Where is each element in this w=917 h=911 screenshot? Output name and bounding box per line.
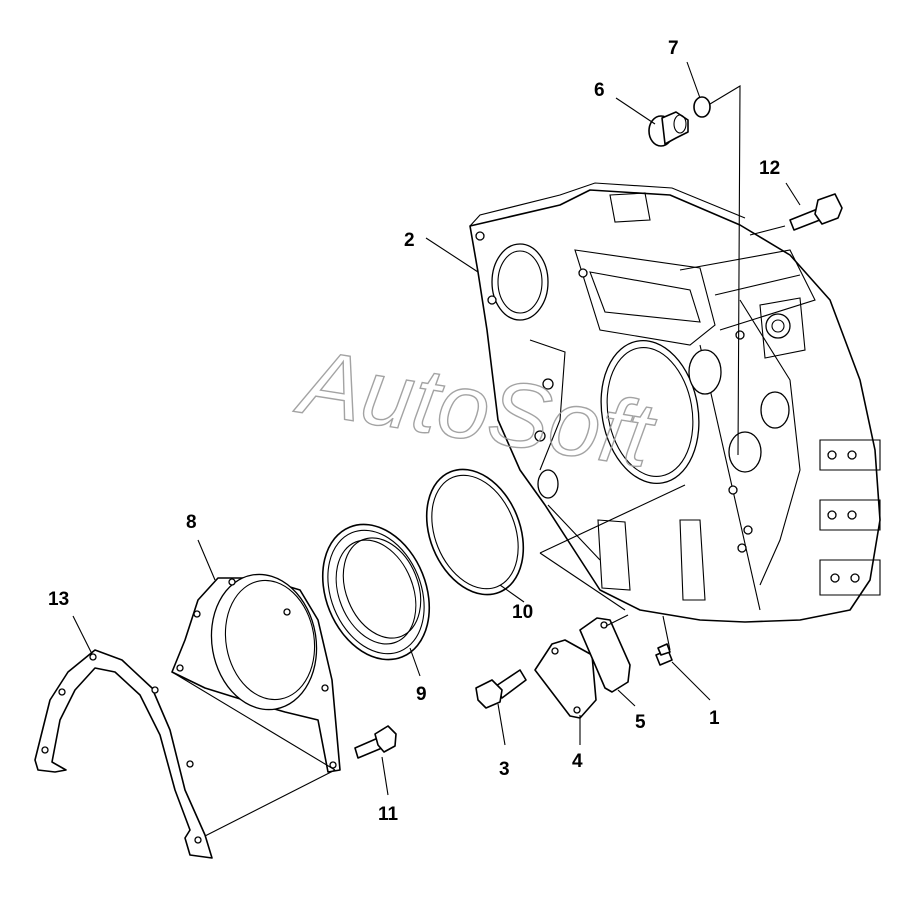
callout-8: 8 [186,512,197,533]
cover-plate[interactable] [534,639,597,719]
flywheel-housing[interactable] [469,182,881,623]
callout-10: 10 [512,602,533,623]
callout-3: 3 [499,759,510,780]
bolt-3[interactable] [475,669,527,709]
callout-1: 1 [709,708,720,729]
oil-seal[interactable] [303,508,448,675]
callout-5: 5 [635,712,646,733]
bolt-11[interactable] [354,725,397,759]
small-o-ring[interactable] [693,96,711,118]
drain-plug[interactable] [655,643,673,666]
o-ring[interactable] [409,455,541,609]
seal-housing[interactable] [171,566,341,773]
callout-7: 7 [668,38,679,59]
gasket[interactable] [34,649,213,859]
callout-13: 13 [48,589,69,610]
callout-2: 2 [404,230,415,251]
callout-4: 4 [572,751,583,772]
callout-9: 9 [416,684,427,705]
callout-12: 12 [759,158,780,179]
callout-6: 6 [594,80,605,101]
bolt-12[interactable] [789,193,843,231]
callout-labels: 1 2 3 4 5 6 7 8 9 10 11 12 13 [48,38,780,825]
plug[interactable] [648,111,689,147]
leader-lines [72,61,801,837]
callout-11: 11 [378,804,399,825]
